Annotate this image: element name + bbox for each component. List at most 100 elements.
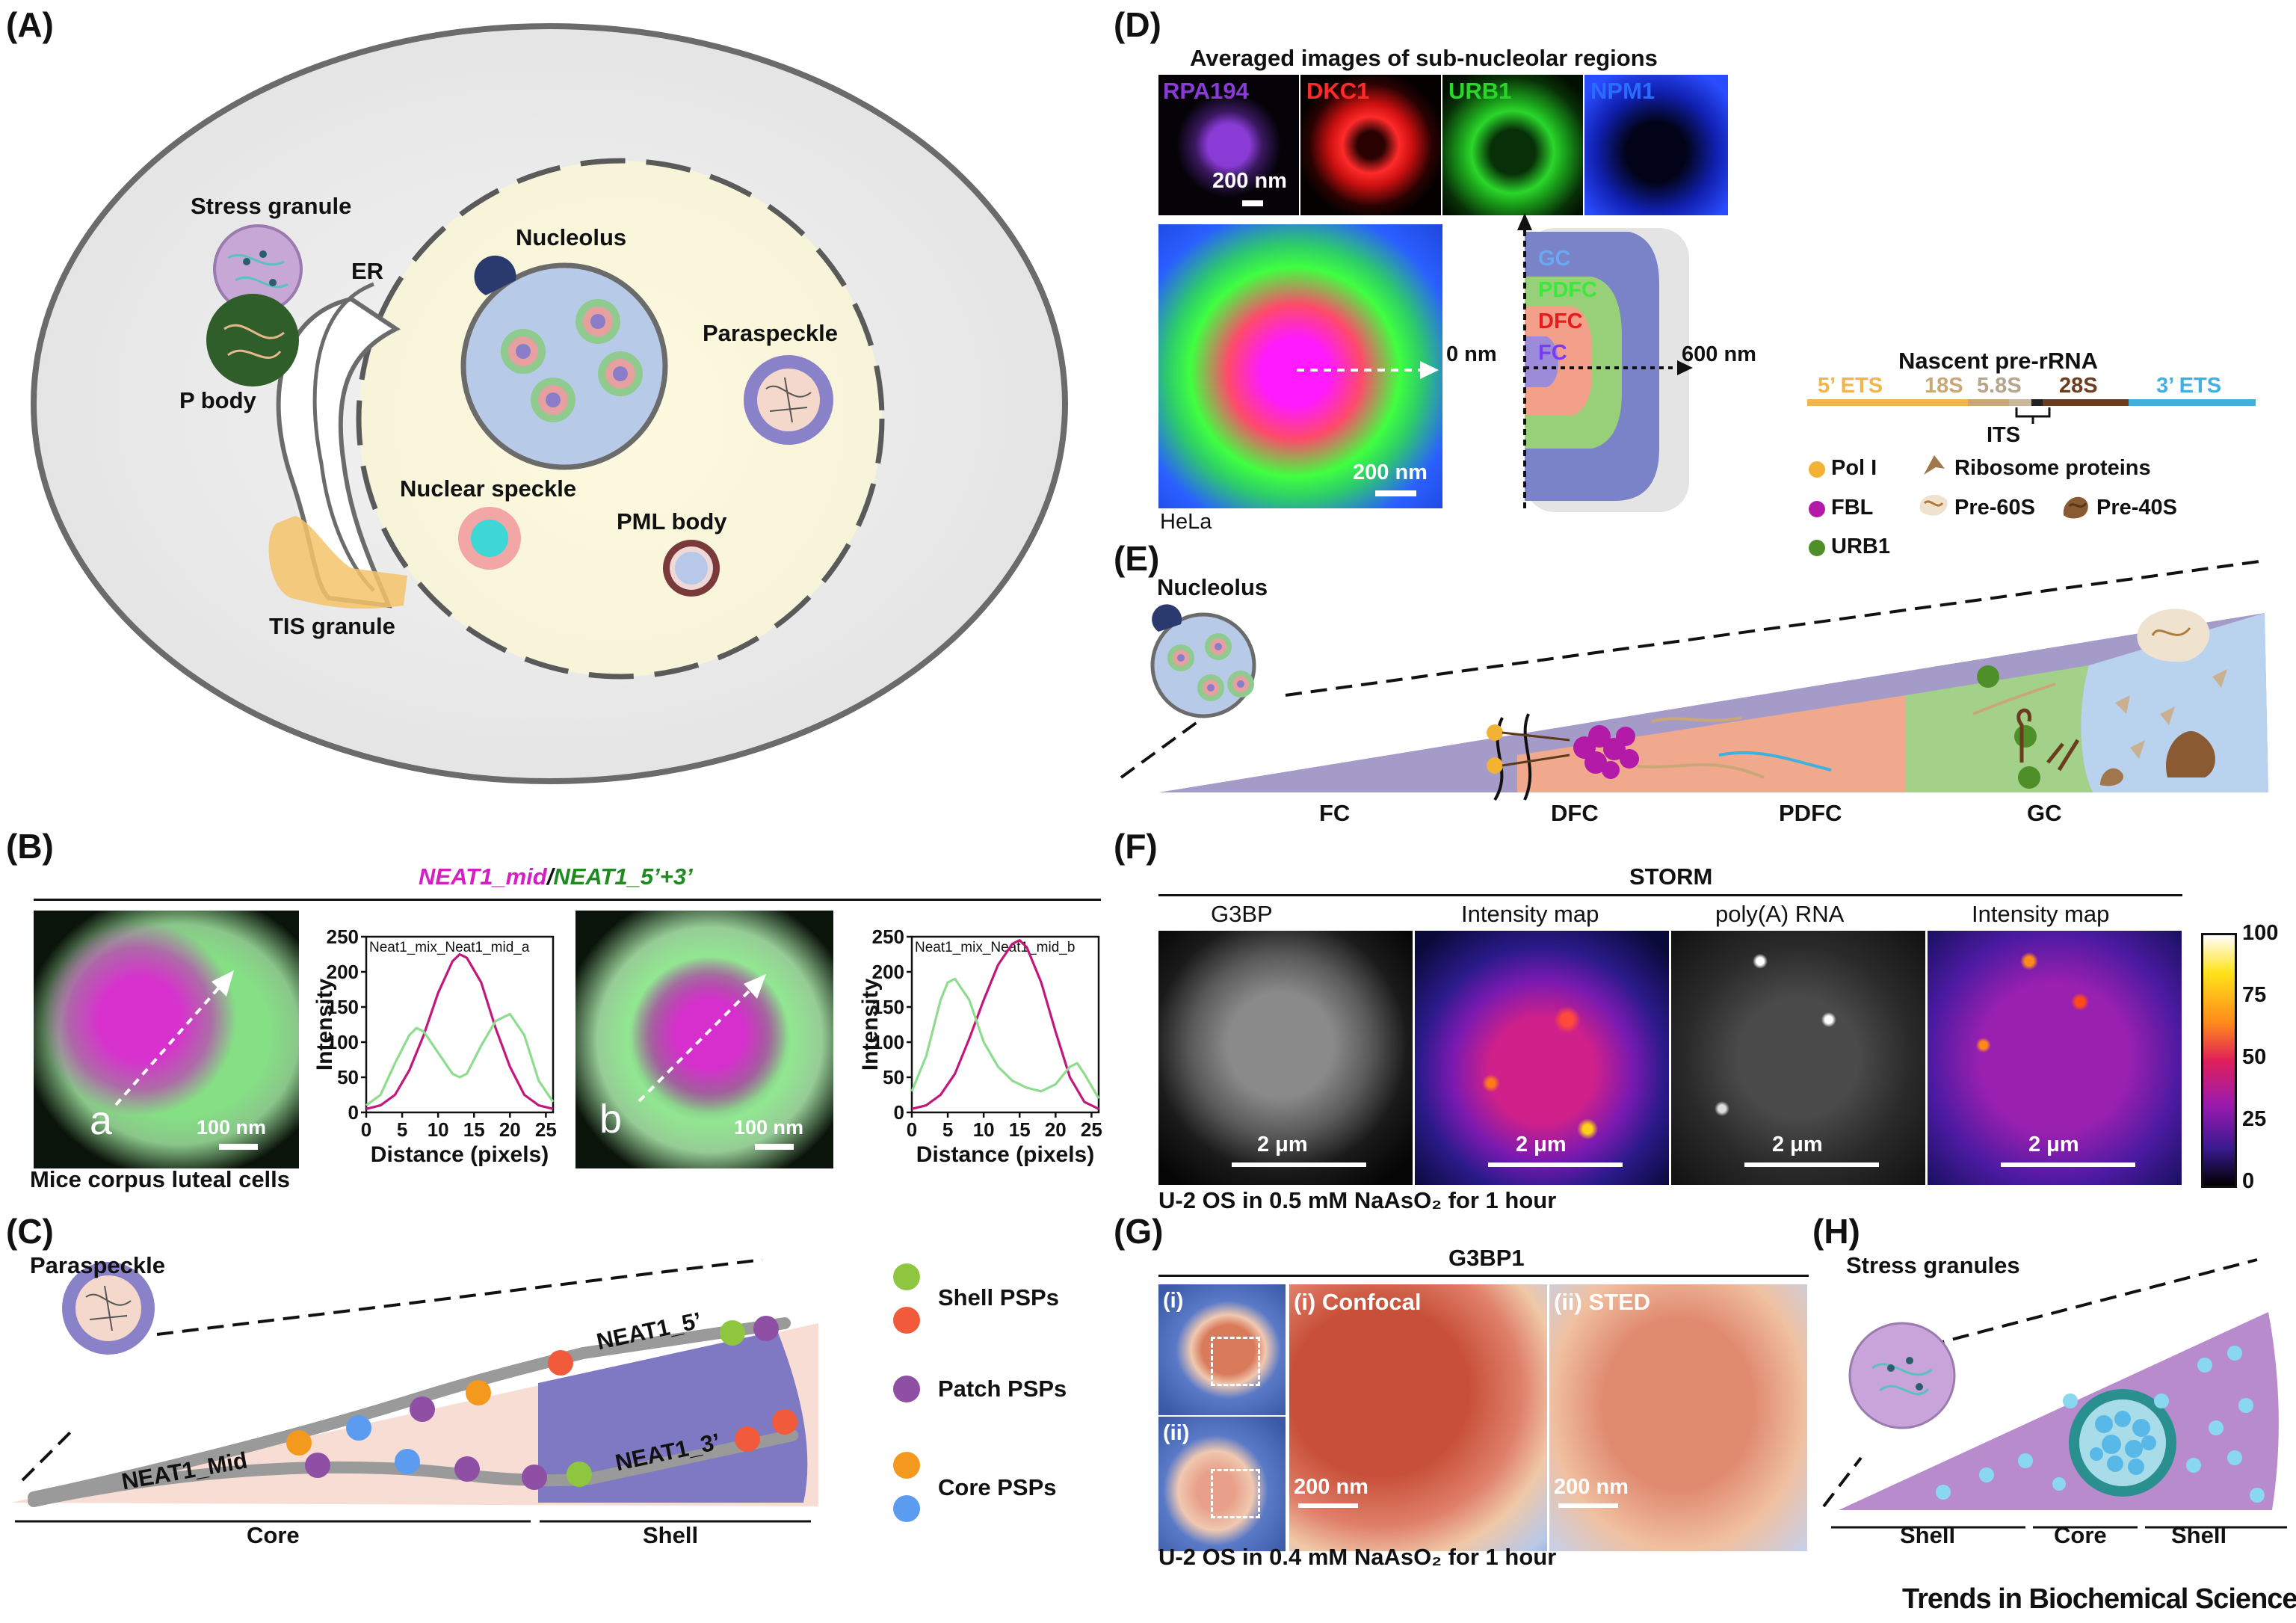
ribosome-protein-icon xyxy=(1924,455,1945,475)
legend-shell-psps: Shell PSPs xyxy=(938,1284,1059,1311)
panel-b-rule xyxy=(34,899,1101,901)
micrograph-b-letter: b xyxy=(599,1097,623,1142)
g-sted-scale: 200 nm xyxy=(1554,1475,1629,1499)
segment-5ets-bar xyxy=(1807,399,1968,406)
paraspeckle-label: Paraspeckle xyxy=(703,320,838,346)
legend-dot-core-blue xyxy=(893,1495,920,1522)
g-thumb-ii-label: (ii) xyxy=(1163,1421,1190,1445)
hela-scale-label: 200 nm xyxy=(1353,461,1428,484)
panel-c-label: (C) xyxy=(6,1212,54,1251)
series-line-1 xyxy=(911,939,1099,1110)
panel-e-nucleolus: Nucleolus xyxy=(1157,574,1268,600)
x-tick-label: 10 xyxy=(973,1118,995,1141)
g-sted-label: (ii) STED xyxy=(1554,1289,1651,1315)
x-tick-label: 15 xyxy=(463,1118,485,1141)
panel-h-label: (H) xyxy=(1812,1212,1860,1251)
panel-g-title: G3BP1 xyxy=(1448,1245,1525,1271)
tile-urb1-label: URB1 xyxy=(1448,78,1512,104)
tile-scale-label: 200 nm xyxy=(1212,169,1287,193)
segment-3ets: 3’ ETS xyxy=(2156,374,2222,398)
storm-g3bp: 2 μm xyxy=(1158,931,1413,1185)
storm-scalebar-4 xyxy=(2001,1162,2135,1167)
g-confocal-scalebar xyxy=(1298,1503,1358,1508)
legend-pre-40s: Pre-40S xyxy=(2096,496,2178,520)
title-neat1-53: NEAT1_5’+3’ xyxy=(553,863,693,890)
panel-f-caption: U-2 OS in 0.5 mM NaAsO₂ for 1 hour xyxy=(1158,1187,1557,1213)
panel-c-paraspeckle: Paraspeckle xyxy=(30,1252,165,1278)
legend-urb1-dot xyxy=(1809,540,1825,556)
hela-merged: 200 nm xyxy=(1158,224,1442,508)
pml-body-label: PML body xyxy=(617,508,727,535)
g-confocal-label: (i) Confocal xyxy=(1294,1289,1422,1315)
stress-granule-wedge xyxy=(1822,1258,2287,1529)
y-tick-label: 100 xyxy=(872,1031,904,1053)
tile-dkc1-label: DKC1 xyxy=(1306,78,1370,104)
segment-28s: 28S xyxy=(2059,374,2098,398)
micrograph-a: a 100 nm xyxy=(34,911,299,1168)
radial-profile xyxy=(1517,213,1693,512)
y-tick-label: 0 xyxy=(348,1101,359,1124)
legend-patch-psps: Patch PSPs xyxy=(938,1376,1067,1402)
micrograph-b-scalebar xyxy=(755,1144,794,1150)
storm-intensity-2: 2 μm xyxy=(1928,931,2182,1185)
h-core: Core xyxy=(2054,1522,2107,1548)
colorbar-75: 75 xyxy=(2242,983,2267,1007)
legend-pol1-dot xyxy=(1809,461,1825,478)
p-body-label: P body xyxy=(179,387,256,413)
y-tick-label: 50 xyxy=(883,1066,904,1088)
plot-title: Neat1_mix_Neat1_mid_b xyxy=(915,940,1075,955)
g-confocal-scale: 200 nm xyxy=(1294,1475,1368,1499)
psp-dots xyxy=(286,1316,797,1490)
pre-rrna-title: Nascent pre-rRNA xyxy=(1898,348,2099,374)
micrograph-b: b 100 nm xyxy=(575,911,833,1168)
legend-pol1: Pol I xyxy=(1831,456,1877,480)
zero-nm-label: 0 nm xyxy=(1446,342,1497,366)
zone-dfc: DFC xyxy=(1551,800,1599,826)
title-neat1-mid: NEAT1_mid xyxy=(419,863,547,890)
g-sted-scalebar xyxy=(1558,1503,1618,1508)
legend-ribosome-proteins: Ribosome proteins xyxy=(1954,456,2151,480)
pre-rrna-bar xyxy=(1807,399,2256,406)
storm-colorbar xyxy=(2201,933,2237,1188)
g-confocal: (i) Confocal 200 nm xyxy=(1289,1284,1547,1551)
legend-core-psps: Core PSPs xyxy=(938,1474,1057,1500)
storm-scalebar-1 xyxy=(1232,1162,1366,1167)
panel-h-title: Stress granules xyxy=(1846,1252,2020,1278)
y-tick-label: 150 xyxy=(327,996,359,1018)
paraspeckle-schematic xyxy=(11,1258,818,1523)
x-tick-label: 20 xyxy=(499,1118,521,1141)
micrograph-a-letter: a xyxy=(90,1098,113,1143)
six-hundred-nm-label: 600 nm xyxy=(1682,342,1756,366)
panel-a-label: (A) xyxy=(6,5,54,44)
tile-urb1: URB1 xyxy=(1442,75,1583,215)
g-thumb-i: (i) xyxy=(1158,1284,1286,1415)
storm-scale-4: 2 μm xyxy=(2028,1133,2079,1157)
storm-scale-3: 2 μm xyxy=(1772,1133,1823,1157)
y-tick-label: 250 xyxy=(872,926,904,948)
segment-18s-bar xyxy=(1968,399,2009,406)
cell-diagram xyxy=(31,23,1068,784)
colorbar-50: 50 xyxy=(2242,1045,2267,1069)
h-shell-right: Shell xyxy=(2171,1522,2227,1548)
region-dfc: DFC xyxy=(1538,309,1583,333)
panel-g-label: (G) xyxy=(1114,1212,1164,1251)
p-body xyxy=(206,294,299,386)
y-axis-label: Intensity xyxy=(312,979,337,1071)
series-line-2 xyxy=(910,977,1100,1100)
zone-pdfc: PDFC xyxy=(1779,800,1842,826)
y-tick-label: 100 xyxy=(327,1031,359,1053)
panel-g-rule xyxy=(1158,1275,1809,1277)
tis-granule-label: TIS granule xyxy=(269,613,395,639)
y-axis-label: Intensity xyxy=(858,979,883,1071)
stress-granule-label: Stress granule xyxy=(191,193,352,219)
title-separator: / xyxy=(546,863,554,890)
storm-scale-1: 2 μm xyxy=(1257,1133,1308,1157)
x-tick-label: 10 xyxy=(428,1118,449,1141)
x-tick-label: 5 xyxy=(397,1118,407,1141)
g-thumb-i-label: (i) xyxy=(1163,1289,1184,1313)
panel-b-caption: Mice corpus luteal cells xyxy=(30,1166,291,1192)
pre-60s-icon xyxy=(1919,494,1948,516)
x-tick-label: 25 xyxy=(1081,1118,1102,1141)
arrow-a xyxy=(114,970,234,1106)
zone-fc: FC xyxy=(1319,800,1351,826)
